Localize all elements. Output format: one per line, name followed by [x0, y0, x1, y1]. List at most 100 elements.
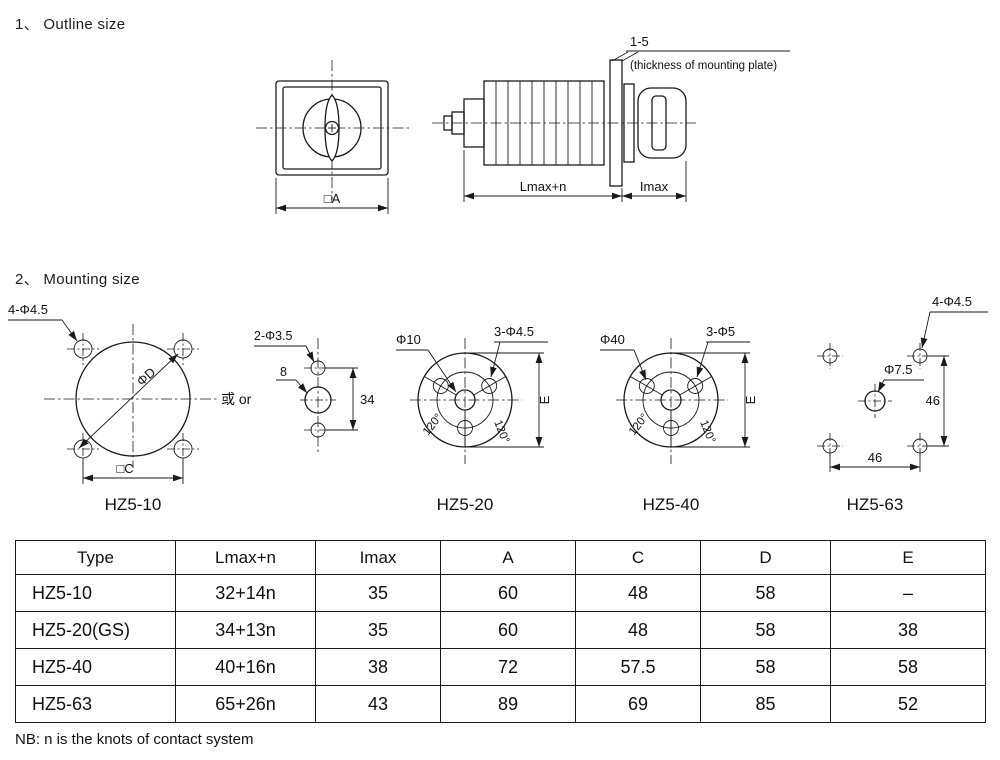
footer-note: NB: n is the knots of contact system: [15, 731, 254, 748]
dimension-e: E: [465, 352, 552, 448]
switch-body: [275, 80, 389, 176]
center-callout: Φ40: [600, 332, 647, 381]
dim-a-label: □A: [324, 191, 341, 206]
table-cell: 57.5: [575, 648, 701, 686]
table-header-cell: Imax: [315, 540, 441, 575]
mounting-circle: [75, 341, 191, 457]
dimension-46-horizontal: 46: [829, 450, 921, 472]
table-cell: 43: [315, 685, 441, 723]
mounting-alt-drawing: 2-Φ3.5 8 34: [254, 329, 374, 454]
centerlines: [410, 338, 522, 464]
table-header-row: Type Lmax+n Imax A C D E: [15, 540, 986, 575]
table-cell: 72: [440, 648, 576, 686]
table-cell: 58: [830, 648, 986, 686]
center-hole: [858, 384, 892, 418]
table-cell: 32+14n: [175, 574, 316, 612]
centerlines: [256, 60, 410, 200]
table-cell: 60: [440, 611, 576, 649]
table-cell: –: [830, 574, 986, 612]
outline-side-view-drawing: 1-5 (thickness of mounting plate) Lmax+n…: [432, 34, 790, 202]
dim-c-label: □C: [116, 461, 133, 476]
table-header-cell: D: [700, 540, 831, 575]
dim-46-horizontal-label: 46: [868, 450, 882, 465]
caption-hz5-40: HZ5-40: [642, 495, 700, 514]
dimension-c: □C: [82, 460, 184, 484]
holes-label: 3-Φ4.5: [494, 324, 534, 339]
table-cell: 48: [575, 611, 701, 649]
dim-34-label: 34: [360, 392, 374, 407]
table-cell: 58: [700, 611, 831, 649]
center-label: Φ40: [600, 332, 625, 347]
holes-callout: 4-Φ4.5: [8, 302, 78, 342]
handle-knob: [623, 83, 687, 163]
dimension-lmax: Lmax+n: [463, 150, 623, 202]
holes-label: 2-Φ3.5: [254, 329, 293, 343]
table-cell: HZ5-20(GS): [15, 611, 176, 649]
table-row: HZ5-40 40+16n 38 72 57.5 58 58: [15, 648, 986, 686]
holes-callout: 4-Φ4.5: [920, 294, 988, 349]
mounting-hz5-20-drawing: 120° 120° Φ10 3-Φ4.5 E: [396, 324, 552, 464]
table-cell: HZ5-10: [15, 574, 176, 612]
outline-front-view-drawing: □A: [256, 60, 410, 214]
dimension-a: □A: [275, 178, 389, 214]
caption-hz5-10: HZ5-10: [104, 495, 162, 514]
mounting-holes: [630, 376, 712, 447]
table-cell: 35: [315, 574, 441, 612]
or-label: 或 or: [221, 391, 252, 407]
table-row: HZ5-10 32+14n 35 60 48 58 –: [15, 574, 986, 612]
table-cell: 65+26n: [175, 685, 316, 723]
dim-8-label: 8: [280, 365, 287, 379]
caption-hz5-63: HZ5-63: [846, 495, 904, 514]
holes-callout: 2-Φ3.5: [254, 329, 315, 363]
table-cell: 85: [700, 685, 831, 723]
thickness-range-label: 1-5: [630, 34, 649, 49]
section-outline-heading: 1、 Outline size: [15, 16, 126, 33]
table-cell: HZ5-40: [15, 648, 176, 686]
holes-label: 4-Φ4.5: [932, 294, 972, 309]
table-header-cell: A: [440, 540, 576, 575]
dim-e-label: E: [537, 395, 552, 404]
section-mounting-heading: 2、 Mounting size: [15, 271, 140, 288]
table-cell: 38: [315, 648, 441, 686]
table-cell: 34+13n: [175, 611, 316, 649]
dim-e-label: E: [743, 395, 758, 404]
table-cell: 52: [830, 685, 986, 723]
table-row: HZ5-63 65+26n 43 89 69 85 52: [15, 685, 986, 723]
center-label: Φ10: [396, 332, 421, 347]
dimension-imax: Imax: [622, 161, 687, 202]
spec-table: Type Lmax+n Imax A C D E HZ5-10 32+14n 3…: [15, 540, 986, 723]
table-header-cell: Type: [15, 540, 176, 575]
center-callout: Φ10: [396, 332, 457, 393]
dimension-46-vertical: 46: [926, 355, 949, 447]
center-label: Φ7.5: [884, 362, 912, 377]
mounting-hz5-10-drawing: ΦD 4-Φ4.5 □C: [8, 302, 218, 484]
caption-hz5-20: HZ5-20: [436, 495, 494, 514]
holes-callout: 3-Φ4.5: [490, 324, 548, 378]
angle-label-b: 120°: [697, 419, 717, 446]
table-cell: 48: [575, 574, 701, 612]
dia-d-label: ΦD: [134, 364, 159, 388]
dim-46-vertical-label: 46: [926, 393, 940, 408]
mounting-plate: [609, 59, 623, 187]
table-cell: 40+16n: [175, 648, 316, 686]
thickness-note-label: (thickness of mounting plate): [630, 60, 777, 72]
table-row: HZ5-20(GS) 34+13n 35 60 48 58 38: [15, 611, 986, 649]
offset-callout: 8: [276, 365, 308, 394]
mounting-hz5-40-drawing: 120° 120° Φ40 3-Φ5 E: [600, 324, 758, 464]
table-cell: 69: [575, 685, 701, 723]
mounting-holes: [300, 360, 336, 438]
mounting-hz5-63-drawing: 4-Φ4.5 Φ7.5 46 46: [817, 294, 988, 472]
dim-lmax-label: Lmax+n: [520, 179, 567, 194]
table-cell: 58: [700, 574, 831, 612]
table-cell: 35: [315, 611, 441, 649]
table-cell: HZ5-63: [15, 685, 176, 723]
dimension-e: E: [671, 352, 758, 448]
dim-imax-label: Imax: [640, 179, 669, 194]
table-cell: 38: [830, 611, 986, 649]
angle-label-b: 120°: [491, 419, 511, 446]
centerlines: [616, 338, 728, 464]
table-cell: 89: [440, 685, 576, 723]
dimension-34: 34: [325, 367, 374, 431]
center-callout: Φ7.5: [877, 362, 924, 393]
